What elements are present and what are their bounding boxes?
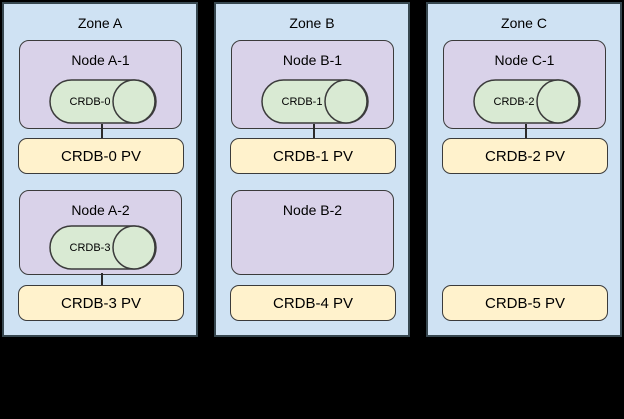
pv-crdb-4: CRDB-4 PV [230,285,396,321]
zone-c: Zone C Node C-1 CRDB-2 CRDB-2 PV CRDB-5 … [426,2,622,337]
node-a-2: Node A-2 CRDB-3 [19,190,182,275]
pod-cylinder-shape [473,79,581,124]
pod-crdb-3: CRDB-3 [49,225,157,270]
pod-crdb-3-label: CRDB-3 [69,241,111,254]
node-b-2-label: Node B-2 [282,202,343,218]
connector-pod1-pv1 [313,124,315,140]
pod-cylinder-shape [261,79,369,124]
cylinder-end-cap [536,79,580,124]
pv-crdb-5-label: CRDB-5 PV [484,294,566,312]
node-a-2-label: Node A-2 [71,202,130,218]
pv-crdb-2-label: CRDB-2 PV [484,147,566,165]
zone-b: Zone B Node B-1 CRDB-1 CRDB-1 PV Node B-… [214,2,410,337]
pv-crdb-5: CRDB-5 PV [442,285,608,321]
pv-crdb-0: CRDB-0 PV [18,138,184,174]
zone-a-label: Zone A [77,15,123,31]
cylinder-end-cap [112,79,156,124]
pod-cylinder-shape [49,225,157,270]
pod-crdb-1: CRDB-1 [261,79,369,124]
node-b-2: Node B-2 [231,190,394,275]
pod-crdb-2-label: CRDB-2 [493,95,535,108]
zone-a: Zone A Node A-1 CRDB-0 CRDB-0 PV Node A-… [2,2,198,337]
node-a-1: Node A-1 CRDB-0 [19,40,182,129]
pod-cylinder-shape [49,79,157,124]
pv-crdb-3: CRDB-3 PV [18,285,184,321]
pod-crdb-0-label: CRDB-0 [69,95,111,108]
pv-crdb-4-label: CRDB-4 PV [272,294,354,312]
cylinder-end-cap [112,225,156,270]
zone-c-label: Zone C [501,15,547,31]
node-a-1-label: Node A-1 [71,52,130,68]
pv-crdb-1-label: CRDB-1 PV [272,147,354,165]
pv-crdb-3-label: CRDB-3 PV [60,294,142,312]
pv-crdb-0-label: CRDB-0 PV [60,147,142,165]
connector-pod2-pv2 [525,124,527,140]
node-b-1-label: Node B-1 [282,52,343,68]
pv-crdb-1: CRDB-1 PV [230,138,396,174]
node-b-1: Node B-1 CRDB-1 [231,40,394,129]
zone-b-label: Zone B [289,15,335,31]
connector-pod3-pv3 [101,273,103,286]
node-c-1-label: Node C-1 [494,52,555,68]
connector-pod0-pv0 [101,124,103,140]
node-c-1: Node C-1 CRDB-2 [443,40,606,129]
cylinder-end-cap [324,79,368,124]
pv-crdb-2: CRDB-2 PV [442,138,608,174]
pod-crdb-0: CRDB-0 [49,79,157,124]
pod-crdb-2: CRDB-2 [473,79,581,124]
pod-crdb-1-label: CRDB-1 [281,95,323,108]
